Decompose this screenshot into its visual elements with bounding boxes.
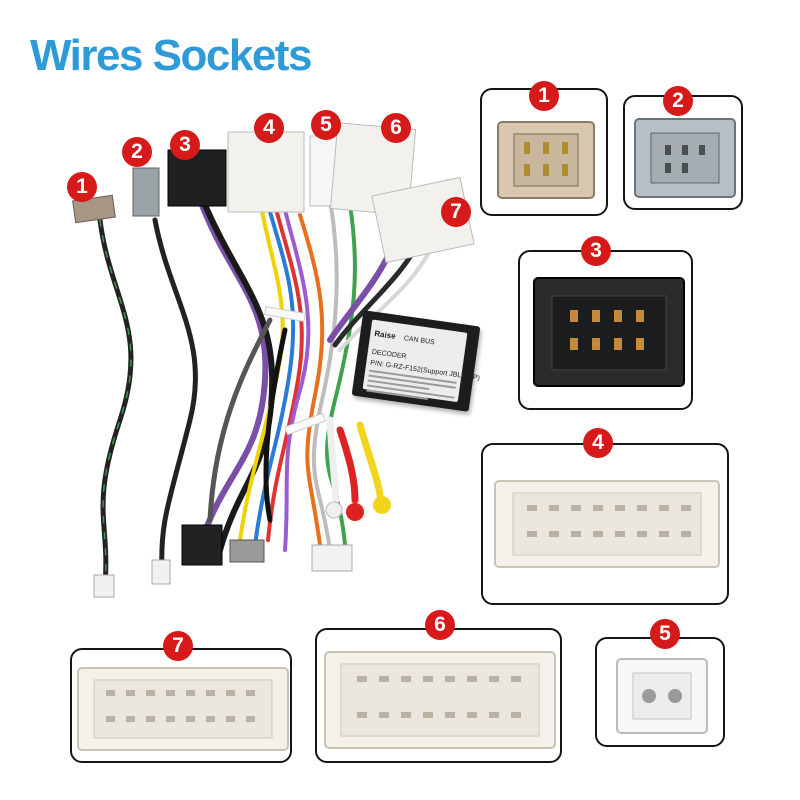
- socket-box-2: [623, 95, 743, 210]
- socket-box-3: [518, 250, 693, 410]
- socket-badge-6: 6: [425, 610, 455, 640]
- harness-badge-4: 4: [254, 113, 284, 143]
- harness-badge-6: 6: [381, 113, 411, 143]
- socket-badge-1: 1: [529, 81, 559, 111]
- socket-badge-4: 4: [583, 428, 613, 458]
- harness-badge-1: 1: [67, 172, 97, 202]
- harness-badge-7: 7: [441, 197, 471, 227]
- socket-box-6: [315, 628, 562, 763]
- socket-box-4: [481, 443, 729, 605]
- socket-badge-3: 3: [581, 236, 611, 266]
- socket-box-1: [480, 88, 608, 216]
- decoder-label: Raise CAN BUS DECODER P/N: G-RZ-F152(Sup…: [362, 319, 480, 403]
- socket-badge-5: 5: [650, 619, 680, 649]
- harness-badge-2: 2: [122, 137, 152, 167]
- socket-badge-2: 2: [663, 86, 693, 116]
- harness-badge-3: 3: [170, 130, 200, 160]
- page-title: Wires Sockets: [30, 31, 312, 80]
- can-bus-decoder: Raise CAN BUS DECODER P/N: G-RZ-F152(Sup…: [351, 310, 481, 412]
- socket-badge-7: 7: [163, 631, 193, 661]
- socket-box-7: [70, 648, 292, 763]
- wire-harness-photo: [72, 122, 475, 598]
- harness-badge-5: 5: [311, 110, 341, 140]
- decoder-brand: Raise: [373, 328, 397, 341]
- socket-box-5: [595, 637, 725, 747]
